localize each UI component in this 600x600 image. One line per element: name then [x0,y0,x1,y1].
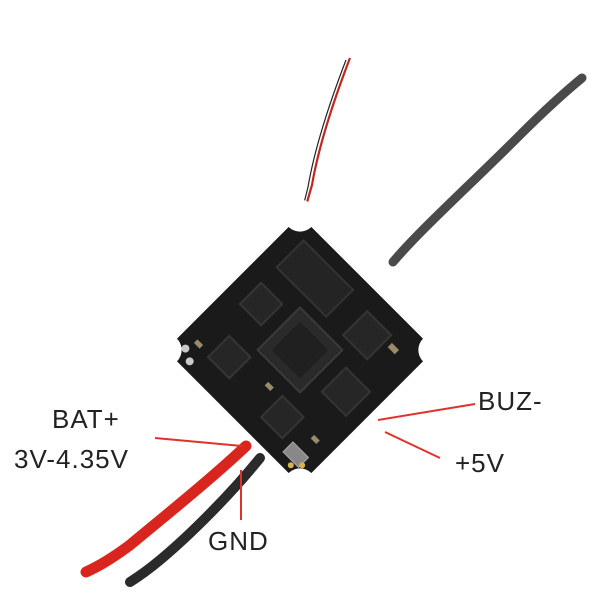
pcb-board [149,199,451,501]
label-buzzer-minus: BUZ- [478,386,543,416]
battery-wires [80,440,265,587]
label-voltage-range: 3V-4.35V [14,444,129,474]
label-bat-plus: BAT+ [52,404,120,434]
grey-antenna-cable [388,73,587,267]
label-gnd: GND [208,526,269,556]
callout-lines [154,403,476,520]
label-plus-5v: +5V [455,448,505,478]
